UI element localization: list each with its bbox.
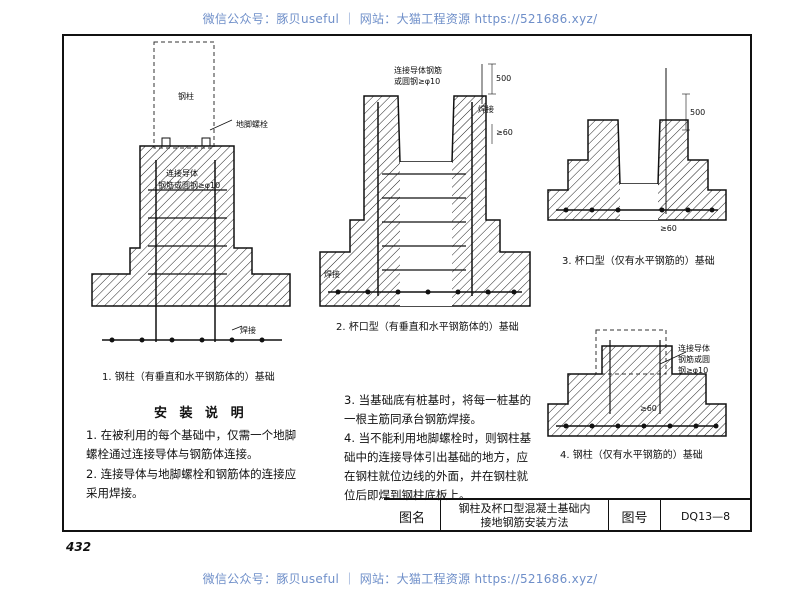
title-block-name-label: 图名	[398, 510, 425, 526]
fig2-dim-60: ≥60	[496, 128, 513, 137]
figure-2-drawing	[319, 63, 531, 307]
fig1-weld-label: 焊接	[240, 326, 256, 335]
fig3-caption: 3. 杯口型（仅有水平钢筋的）基础	[562, 256, 715, 267]
title-block-name-line2: 接地钢筋安装方法	[480, 516, 569, 529]
title-block-name: 钢柱及杯口型混凝土基础内 接地钢筋安装方法	[440, 500, 608, 532]
fig2-caption: 2. 杯口型（有垂直和水平钢筋体的）基础	[336, 322, 519, 333]
fig1-column-label: 钢柱	[178, 92, 194, 101]
fig4-conductor-label-2: 钢筋或圆	[678, 355, 710, 364]
fig1-conductor-label-1: 连接导体	[166, 169, 198, 178]
foundation-drawings	[91, 41, 727, 437]
title-block: 图名 钢柱及杯口型混凝土基础内 接地钢筋安装方法 图号 DQ13—8	[384, 498, 752, 532]
fig2-weld-top-label: 焊接	[478, 105, 494, 114]
figure-4-drawing	[547, 329, 727, 437]
figure-3-drawing	[547, 68, 727, 221]
title-block-number-label: 图号	[608, 500, 660, 532]
note-item-2: 2. 连接导体与地脚螺栓和钢筋体的连接应采用焊接。	[86, 467, 297, 500]
top-watermark: 微信公众号：豚贝useful ｜ 网站：大猫工程资源 https://52168…	[202, 12, 598, 26]
fig3-dim-500: 500	[690, 108, 706, 117]
fig1-bolt-label: 地脚螺栓	[236, 120, 268, 129]
note-item-1: 1. 在被利用的每个基础中，仅需一个地脚螺栓通过连接导体与钢筋体连接。	[86, 428, 297, 461]
drawing-frame	[62, 34, 752, 532]
fig2-dim-500: 500	[496, 74, 512, 83]
note-item-3: 3. 当基础底有桩基时，将每一桩基的一根主筋同承台钢筋焊接。	[344, 393, 532, 426]
fig2-conductor-label-2: 或圆钢≥φ10	[394, 77, 441, 86]
note-item-4: 4. 当不能利用地脚螺栓时，则钢柱基础中的连接导体引出基础的地方，应在钢柱就位边…	[344, 431, 532, 502]
fig3-dim-60: ≥60	[660, 224, 677, 233]
fig4-conductor-label-3: 钢≥φ10	[678, 366, 709, 375]
fig2-conductor-label-1: 连接导体钢筋	[394, 66, 442, 75]
fig2-weld-bottom-label: 焊接	[324, 270, 340, 279]
title-block-number: DQ13—8	[660, 500, 750, 532]
bottom-watermark: 微信公众号：豚贝useful ｜ 网站：大猫工程资源 https://52168…	[202, 572, 598, 586]
fig4-dim-60: ≥60	[640, 404, 657, 413]
fig1-conductor-label-2: 钢筋或圆钢≥φ10	[158, 181, 221, 190]
fig1-caption: 1. 钢柱（有垂直和水平钢筋体的）基础	[102, 372, 275, 383]
title-block-name-line1: 钢柱及杯口型混凝土基础内	[458, 502, 591, 515]
page-number: 432	[66, 540, 92, 554]
figure-1-drawing	[91, 41, 291, 343]
fig4-caption: 4. 钢柱（仅有水平钢筋的）基础	[560, 450, 703, 461]
notes-title: 安 装 说 明	[154, 406, 248, 421]
fig4-conductor-label-1: 连接导体	[678, 344, 710, 353]
